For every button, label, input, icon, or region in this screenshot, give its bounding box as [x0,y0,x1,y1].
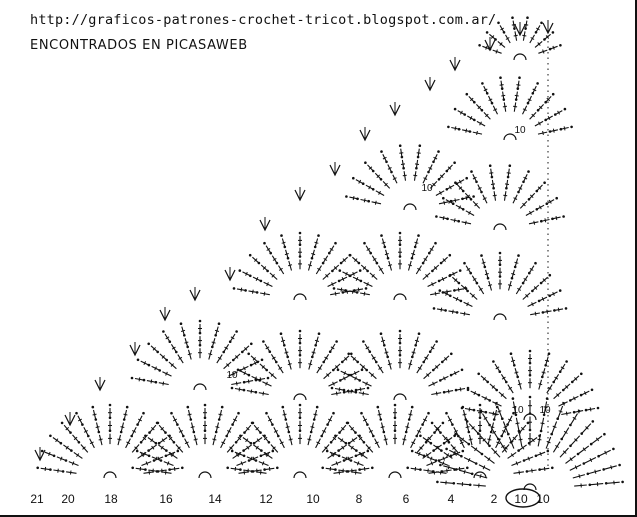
row-number-6: 6 [403,492,410,506]
start-ring-oval [505,488,541,508]
row-number-2: 2 [491,492,498,506]
row-number-4: 4 [448,492,455,506]
shell-fan [478,16,562,61]
shell-fan [435,164,565,231]
shell-fan [36,403,184,479]
shell-fan [130,319,270,391]
start-ring-label: 10 [514,492,528,506]
row-number-10: 10 [306,492,320,506]
shell-fan [460,349,600,421]
shell-fan [345,144,475,211]
row-number-8: 8 [356,492,363,506]
source-caption: ENCONTRADOS EN PICASAWEB [30,38,248,53]
shell-fan [406,403,554,479]
start-ring-label-2: 10 [536,492,550,506]
shell-fan [230,329,370,401]
fan-label-3: 10 [514,125,526,136]
row-number-16: 16 [159,492,173,506]
shell-fan [226,403,374,479]
fan-label-2: 10 [539,405,551,416]
row-number-14: 14 [208,492,222,506]
fan-label-5: 10 [226,370,238,381]
row-number-12: 12 [259,492,273,506]
row-number-21: 21 [30,492,44,506]
fan-label-1: 10 [512,405,524,416]
shell-fan [232,231,368,301]
shell-fan [436,395,624,491]
shell-fan [447,76,573,141]
row-number-20: 20 [61,492,75,506]
fan-label-4: 10 [421,183,433,194]
shell-fan [332,231,468,301]
shell-fan [432,251,568,321]
source-url[interactable]: http://graficos-patrones-crochet-tricot.… [30,12,497,28]
row-number-18: 18 [104,492,118,506]
shell-fan [330,329,470,401]
shell-fan [131,403,279,479]
